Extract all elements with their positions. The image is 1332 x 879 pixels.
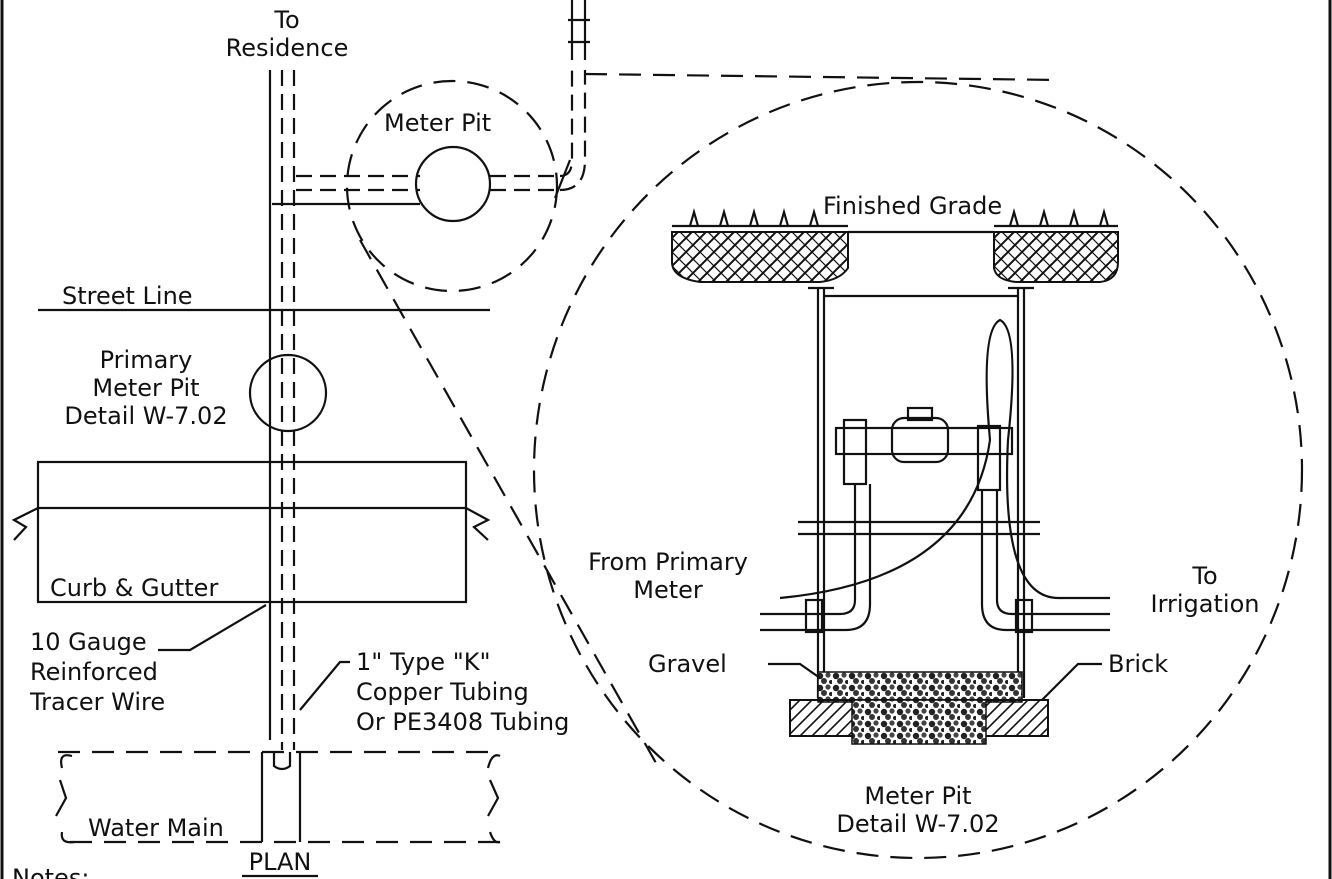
detail-callout-circle [532, 80, 1304, 860]
primary-meter-pit-circle [248, 353, 328, 433]
to-irrigation-label-1: To [1191, 562, 1217, 590]
detail-title-2: Detail W-7.02 [836, 810, 999, 838]
gravel-label: Gravel [648, 650, 727, 678]
tracer-wire-leader [158, 604, 267, 652]
finished-grade-label: Finished Grade [823, 192, 1002, 220]
primary-label-2: Meter Pit [92, 374, 199, 402]
water-main [55, 750, 501, 844]
curb-and-gutter [11, 460, 491, 604]
detail-title-1: Meter Pit [864, 782, 971, 810]
tubing-label-1: 1" Type "K" [356, 648, 491, 676]
tracer-label-2: Reinforced [30, 658, 158, 686]
tubing-leader [299, 660, 350, 711]
primary-label-1: Primary [100, 346, 193, 374]
to-residence-label-2: Residence [226, 34, 349, 62]
plan-title: PLAN [249, 848, 312, 876]
gravel-leader [768, 662, 821, 679]
brick-footing [789, 699, 1049, 745]
notes-label: Notes: [12, 864, 89, 879]
primary-label-3: Detail W-7.02 [64, 402, 227, 430]
callout-leader-top [584, 72, 1061, 82]
meter-assembly [760, 318, 1110, 634]
water-main-label: Water Main [88, 814, 224, 842]
brick-label: Brick [1108, 650, 1168, 678]
pit-walls [798, 286, 1040, 698]
meter-pit-label: Meter Pit [384, 109, 491, 137]
gravel-bed [817, 671, 1023, 703]
to-irrigation-label-2: Irrigation [1151, 590, 1260, 618]
finished-grade-soil [671, 207, 1119, 283]
from-primary-label-2: Meter [633, 576, 703, 604]
from-primary-label-1: From Primary [588, 548, 748, 576]
meter-pit-circle [414, 145, 492, 223]
meter-pit-detail: Finished Grade [532, 80, 1304, 860]
tracer-label-1: 10 Gauge [30, 628, 147, 656]
tubing-label-2: Copper Tubing [356, 678, 529, 706]
curb-label: Curb & Gutter [50, 574, 218, 602]
tubing-label-3: Or PE3408 Tubing [356, 708, 569, 736]
tracer-label-3: Tracer Wire [29, 688, 165, 716]
street-line-label: Street Line [62, 282, 193, 310]
plan-view: To Residence Meter Pit Street Line Prima… [11, 0, 1061, 879]
brick-leader [1041, 662, 1102, 701]
to-residence-label-1: To [273, 6, 299, 34]
meter-pit-callout-circle [345, 79, 559, 293]
